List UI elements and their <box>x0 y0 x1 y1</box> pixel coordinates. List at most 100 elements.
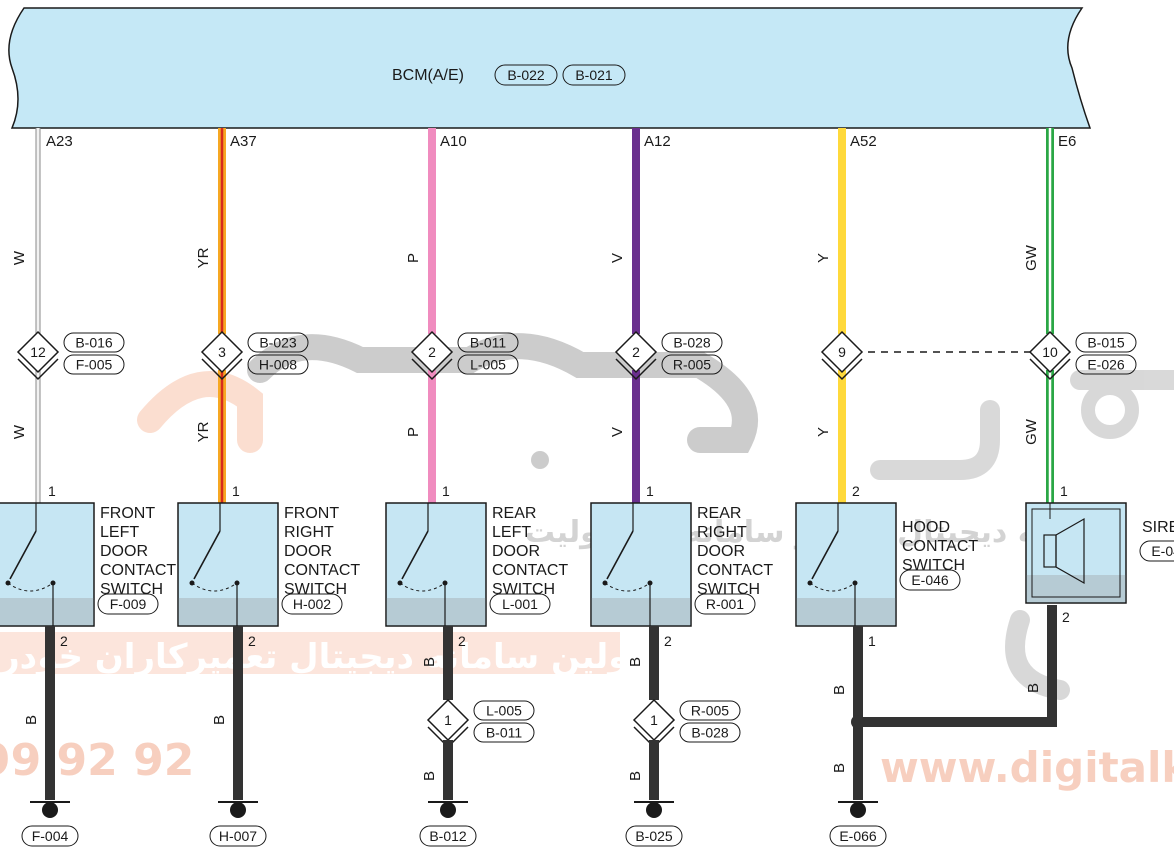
connector-12-a23-ref-2: F-005 <box>63 354 125 375</box>
device-ref-e-046-text: E-046 <box>911 572 949 588</box>
connector-10-e6-chevron <box>1029 358 1071 381</box>
bcm-label: BCM(A/E) <box>392 67 464 84</box>
ground-wire-code-upper-a12: B <box>627 657 644 667</box>
pin-top-a52: 2 <box>852 483 860 499</box>
connector-1-ground-a10-ref-2: B-011 <box>473 722 535 743</box>
connector-10-e6-diamond <box>1028 330 1072 374</box>
connector-2-a10-ref-2: L-005 <box>457 354 519 375</box>
ground-b-012-ref-text: B-012 <box>429 828 467 844</box>
connector-9-a52-diamond <box>820 330 864 374</box>
connector-1-ground-a12-ref-2-pill <box>679 722 741 743</box>
device-label-f-009-line-4: CONTACT <box>100 562 176 579</box>
bcm-box <box>8 7 1092 129</box>
connector-2-a12-ref-2-pill <box>661 354 723 375</box>
ground-h-007-dot <box>230 802 246 818</box>
siren-inner-frame <box>1031 508 1121 598</box>
device-label-e-046-line-2: CONTACT <box>902 538 978 555</box>
wire-code-lower-e6: GW <box>1023 418 1040 445</box>
ground-e-066-ref-pill <box>829 825 887 847</box>
connector-2-a10-chevron <box>411 358 453 381</box>
ground-h-007-ref-pill <box>209 825 267 847</box>
switch-shade-f-009 <box>0 598 94 625</box>
device-ref-e-046-pill <box>899 569 961 591</box>
connector-1-ground-a12-ref-1: R-005 <box>679 700 741 721</box>
bcm-pin-e6: E6 <box>1058 133 1076 150</box>
ground-wire-code-a52: B <box>831 685 848 695</box>
pin-top-a10: 1 <box>442 483 450 499</box>
connector-2-a12-ref-2: R-005 <box>661 354 723 375</box>
connector-3-a37-ref-1-text: B-023 <box>259 335 297 351</box>
pin-top-a23: 1 <box>48 483 56 499</box>
ground-wire-code-a37: B <box>211 715 228 725</box>
device-label-h-002-line-4: CONTACT <box>284 562 360 579</box>
device-label-r-001-line-3: DOOR <box>697 543 745 560</box>
device-ref-l-001-text: L-001 <box>502 596 538 612</box>
device-label-l-001-line-4: CONTACT <box>492 562 568 579</box>
connector-10-e6-number: 10 <box>1042 344 1058 360</box>
connector-2-a12-number: 2 <box>632 344 640 360</box>
connector-2-a12-ref-1: B-028 <box>661 332 723 353</box>
device-label-f-009-line-3: DOOR <box>100 543 148 560</box>
wire-code-lower-a10: P <box>405 427 422 437</box>
connector-1-ground-a10-ref-2-text: B-011 <box>486 725 523 741</box>
switch-dashed-arc <box>191 582 238 592</box>
watermark-logo-shape <box>247 333 758 453</box>
connector-3-a37-number: 3 <box>218 344 226 360</box>
wire-code-upper-a12: V <box>609 253 626 263</box>
device-label-e-046-line-1: HOOD <box>902 519 950 536</box>
pin-top-e6: 1 <box>1060 483 1068 499</box>
connector-3-a37-chevron <box>201 358 243 381</box>
wire-code-lower-a52: Y <box>815 427 832 437</box>
watermark-phone: 99 92 92 <box>0 735 194 786</box>
bcm-ref-1: B-022 <box>494 64 558 86</box>
ground-f-004-dot <box>42 802 58 818</box>
connector-12-a23-chevron <box>17 358 59 381</box>
ground-f-004-ref-text: F-004 <box>32 828 69 844</box>
connector-2-a12-diamond <box>614 330 658 374</box>
connector-10-e6-ref-1-pill <box>1075 332 1137 353</box>
connector-12-a23-ref-2-pill <box>63 354 125 375</box>
connector-2-a12-ref-1-pill <box>661 332 723 353</box>
wire-code-lower-a37: YR <box>195 421 212 442</box>
switch-dashed-arc <box>7 582 54 592</box>
switch-dashed-arc <box>809 582 856 592</box>
ground-wire-code-lower-a12: B <box>627 771 644 781</box>
pin-bottom-a52: 1 <box>868 633 876 649</box>
switch-blade <box>606 530 634 580</box>
connector-10-e6-ref-2: E-026 <box>1075 354 1137 375</box>
bcm-pin-a23: A23 <box>46 133 73 150</box>
device-label-l-001-line-1: REAR <box>492 505 536 522</box>
switch-shade-e-046 <box>796 598 896 625</box>
wire-code-upper-a52: Y <box>815 253 832 263</box>
bcm-ref-2: B-021 <box>562 64 626 86</box>
ground-wire-code-lower-a10: B <box>421 771 438 781</box>
pin-bottom-a23: 2 <box>60 633 68 649</box>
bcm-ref-2-text: B-021 <box>575 67 613 83</box>
device-label-l-001-line-2: LEFT <box>492 524 531 541</box>
ground-h-007-ref-text: H-007 <box>219 828 257 844</box>
ground-b-025-dot <box>646 802 662 818</box>
connector-2-a10-diamond <box>410 330 454 374</box>
ground-wire-code-siren: B <box>1025 683 1042 693</box>
wire-code-lower-a23: W <box>11 424 28 439</box>
switch-dashed-arc <box>399 582 446 592</box>
connector-3-a37-ref-2: H-008 <box>247 354 309 375</box>
pin-top-a12: 1 <box>646 483 654 499</box>
ground-wire-code-lower-a52: B <box>831 763 848 773</box>
device-label-h-002-line-3: DOOR <box>284 543 332 560</box>
circuit-a12: A12VV2B-028R-0051REARRIGHTDOORCONTACTSWI… <box>590 128 773 847</box>
device-label-f-009-line-1: FRONT <box>100 505 155 522</box>
connector-10-e6-ref-1: B-015 <box>1075 332 1137 353</box>
connector-3-a37-ref-1-pill <box>247 332 309 353</box>
connector-12-a23-number: 12 <box>30 344 46 360</box>
siren-speaker-icon <box>1055 517 1085 585</box>
watermark-orange-arc <box>137 371 263 453</box>
connector-2-a10-number: 2 <box>428 344 436 360</box>
device-ref-l-001-pill <box>489 593 551 615</box>
pin-bottom-e6: 2 <box>1062 609 1070 625</box>
connector-2-a10-ref-2-text: L-005 <box>470 357 506 373</box>
ground-b-012-ref-pill <box>419 825 477 847</box>
connector-1-ground-a12-ref-2-text: B-028 <box>691 725 729 741</box>
switch-blade <box>9 530 37 580</box>
